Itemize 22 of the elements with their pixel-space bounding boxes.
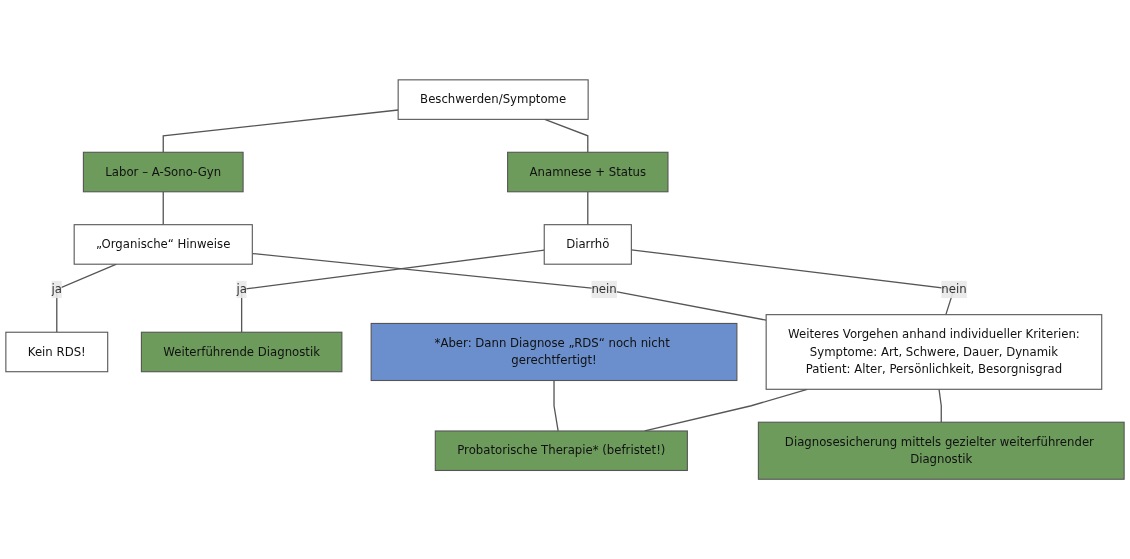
connector <box>553 379 559 432</box>
node-box: „Organische“ Hinweise <box>73 224 253 265</box>
connector <box>162 109 399 153</box>
edge-label: nein <box>591 282 617 296</box>
edge-label: nein <box>941 282 967 296</box>
node-box: Weiteres Vorgehen anhand individueller Kriterien: Symptome: Art, Schwere, Dauer, Dynamik Patient: Alter, Persönlichkeit, Besorgnisgrad <box>765 314 1103 390</box>
connector <box>162 191 164 226</box>
connector <box>544 118 589 153</box>
node-box: Diagnosesicherung mittels gezielter weiterführender Diagnostik <box>757 421 1125 480</box>
edge-label: ja <box>51 282 62 296</box>
node-box: Diarrhö <box>543 224 632 265</box>
node-box: Weiterführende Diagnostik <box>140 331 343 373</box>
node-box: Beschwerden/Symptome <box>397 79 589 120</box>
node-box: *Aber: Dann Diagnose „RDS“ noch nicht gerechtfertigt! <box>370 322 738 381</box>
connector <box>938 388 942 423</box>
node-box: Probatorische Therapie* (befristet!) <box>434 430 688 471</box>
connector <box>587 191 589 226</box>
node-box: Kein RDS! <box>5 331 109 373</box>
connector <box>241 249 545 333</box>
node-box: Anamnese + Status <box>507 151 669 193</box>
node-box: Labor – A-Sono-Gyn <box>82 151 244 193</box>
edge-label: ja <box>236 282 247 296</box>
